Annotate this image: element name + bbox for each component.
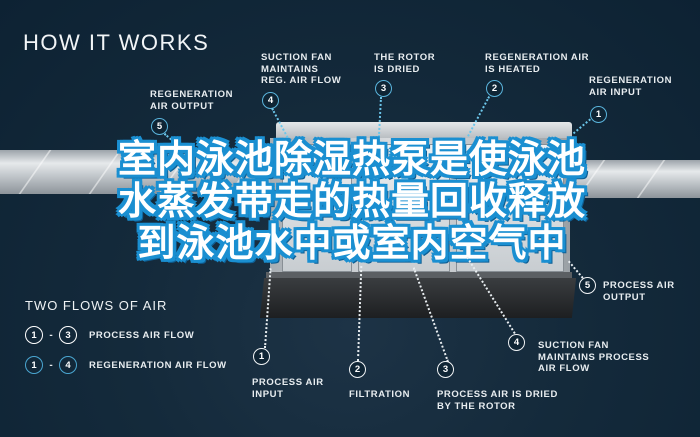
proc-step-5-marker: 5 [579, 277, 596, 294]
proc-step-5-label: PROCESS AIR OUTPUT [603, 280, 675, 303]
reg-step-4-label: SUCTION FAN MAINTAINS REG. AIR FLOW [261, 52, 342, 86]
reg-step-1-marker: 1 [590, 106, 607, 123]
proc-step-2-label: FILTRATION [349, 389, 411, 400]
legend-regen-dash: - [49, 359, 53, 371]
legend-title: TWO FLOWS OF AIR [25, 298, 168, 313]
legend-regen-to: 4 [59, 356, 77, 374]
legend-regen-label: REGENERATION AIR FLOW [89, 359, 227, 371]
reg-step-2-label: REGENERATION AIR IS HEATED [485, 52, 590, 75]
legend-process-dash: - [49, 329, 53, 341]
desiccant-dehumidifier-unit [259, 122, 577, 322]
proc-step-1-label: PROCESS AIR INPUT [252, 377, 324, 400]
legend-process-to: 3 [59, 326, 77, 344]
overlay-heading: 室内泳池除湿热泵是使泳池水蒸发带走的热量回收释放到泳池水中或室内空气中 [117, 137, 586, 265]
reg-step-2-marker: 2 [486, 80, 503, 97]
reg-step-3-label: THE ROTOR IS DRIED [374, 52, 436, 75]
reg-step-5-label: REGENERATION AIR OUTPUT [150, 89, 234, 112]
proc-step-3-label: PROCESS AIR IS DRIED BY THE ROTOR [437, 389, 558, 412]
legend-process-air-flow: 1 - 3 PROCESS AIR FLOW [25, 326, 194, 344]
proc-step-3-marker: 3 [437, 361, 454, 378]
proc-step-2-marker: 2 [349, 361, 366, 378]
legend-process-label: PROCESS AIR FLOW [89, 329, 195, 341]
legend-process-from: 1 [25, 326, 43, 344]
page-title: HOW IT WORKS [23, 30, 210, 55]
proc-step-1-marker: 1 [253, 348, 270, 365]
right-air-duct [560, 160, 700, 198]
reg-step-3-marker: 3 [375, 80, 392, 97]
proc-step-4-marker: 4 [508, 334, 525, 351]
reg-step-1-label: REGENERATION AIR INPUT [589, 75, 673, 98]
left-air-duct [0, 150, 284, 194]
reg-step-1-leader [572, 118, 591, 135]
legend-regeneration-air-flow: 1 - 4 REGENERATION AIR FLOW [25, 356, 227, 374]
legend-regen-from: 1 [25, 356, 43, 374]
reg-step-4-marker: 4 [262, 92, 279, 109]
proc-step-4-label: SUCTION FAN MAINTAINS PROCESS AIR FLOW [538, 340, 650, 374]
reg-step-5-marker: 5 [151, 118, 168, 135]
